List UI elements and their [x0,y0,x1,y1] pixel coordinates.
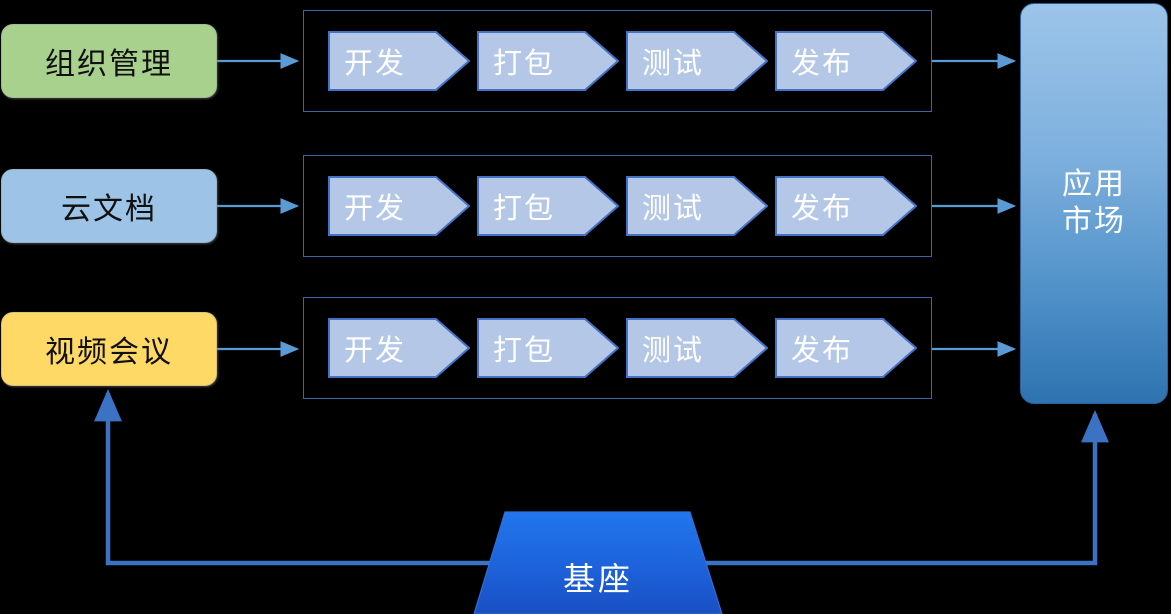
service-pill-org[interactable]: 组织管理 [1,24,217,98]
base-platform-shape[interactable]: 基座 [470,510,726,614]
service-pill-doc-label: 云文档 [61,193,157,226]
chevron-shape-icon [775,318,917,378]
pipeline-stage-label: 测试 [642,193,705,225]
chevron-shape-icon [775,176,917,236]
app-market-label: 应用 市场 [1062,167,1126,240]
pipeline-stage-label: 开发 [344,335,407,367]
chevron-shape-icon [626,31,768,91]
app-market-label-line2: 市场 [1062,204,1126,238]
service-pill-doc[interactable]: 云文档 [1,169,217,243]
pipeline-stage-label: 发布 [791,193,854,225]
pipeline-stage-row1-dev[interactable]: 开发 [328,31,470,91]
pipeline-stage-row2-dev[interactable]: 开发 [328,176,470,236]
pipeline-stage-label: 测试 [642,335,705,367]
pipeline-stage-label: 开发 [344,48,407,80]
chevron-shape-icon [328,318,470,378]
pipeline-stage-row2-release[interactable]: 发布 [775,176,917,236]
pipeline-stage-label: 发布 [791,335,854,367]
pipeline-stage-label: 发布 [791,48,854,80]
chevron-shape-icon [775,31,917,91]
service-pill-org-label: 组织管理 [45,48,173,81]
chevron-shape-icon [328,176,470,236]
pipeline-stage-label: 打包 [493,48,556,80]
pipeline-stage-label: 打包 [493,335,556,367]
pipeline-stage-row3-test[interactable]: 测试 [626,318,768,378]
trapezoid-icon [473,511,723,614]
app-market-label-line1: 应用 [1062,167,1126,201]
pipeline-stage-label: 开发 [344,193,407,225]
app-market-box[interactable]: 应用 市场 [1020,3,1168,404]
chevron-shape-icon [477,176,619,236]
service-pill-video[interactable]: 视频会议 [1,312,217,386]
pipeline-stage-row1-release[interactable]: 发布 [775,31,917,91]
pipeline-container-row1 [303,10,932,112]
pipeline-container-row2 [303,155,932,257]
chevron-shape-icon [477,318,619,378]
chevron-shape-icon [328,31,470,91]
pipeline-stage-row2-build[interactable]: 打包 [477,176,619,236]
pipeline-container-row3 [303,297,932,399]
pipeline-stage-row3-build[interactable]: 打包 [477,318,619,378]
chevron-shape-icon [626,318,768,378]
pipeline-stage-label: 测试 [642,48,705,80]
pipeline-stage-row1-build[interactable]: 打包 [477,31,619,91]
chevron-shape-icon [477,31,619,91]
service-pill-video-label: 视频会议 [45,336,173,369]
pipeline-stage-row3-dev[interactable]: 开发 [328,318,470,378]
pipeline-stage-row3-release[interactable]: 发布 [775,318,917,378]
pipeline-stage-row2-test[interactable]: 测试 [626,176,768,236]
pipeline-stage-label: 打包 [493,193,556,225]
pipeline-stage-row1-test[interactable]: 测试 [626,31,768,91]
chevron-shape-icon [626,176,768,236]
